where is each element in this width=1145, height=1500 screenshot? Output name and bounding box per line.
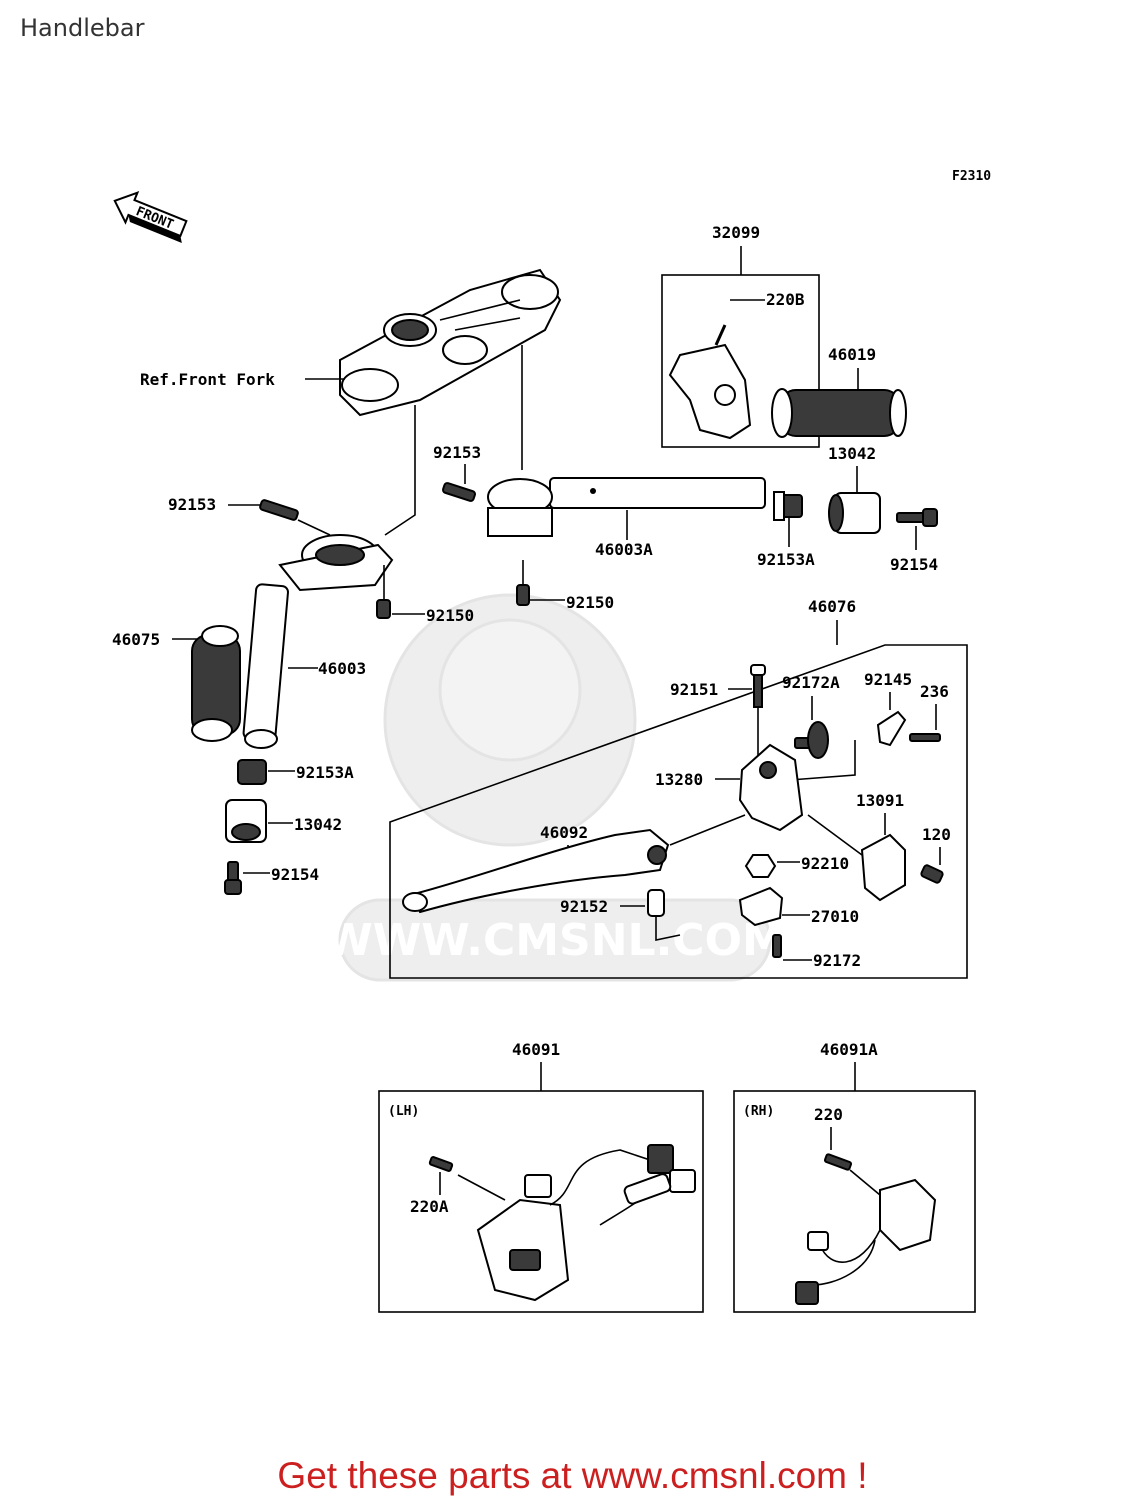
label-92154-left: 92154 (271, 865, 319, 884)
label-46076: 46076 (808, 597, 856, 616)
watermark: WWW.CMSNL.COM (324, 593, 786, 982)
screw-220A (428, 1156, 454, 1172)
label-92172A: 92172A (782, 673, 840, 692)
front-arrow-icon: FRONT (113, 190, 188, 243)
nut-92210 (744, 854, 777, 878)
label-92153-top: 92153 (433, 443, 481, 462)
collar-92152 (647, 889, 665, 917)
screw-220 (823, 1153, 853, 1171)
label-13042-left: 13042 (294, 815, 342, 834)
label-92145: 92145 (864, 670, 912, 689)
triple-clamp (339, 268, 562, 417)
label-220: 220 (814, 1105, 843, 1124)
bolt-92151 (750, 664, 766, 708)
screw-236 (909, 733, 941, 742)
screw-92172 (772, 934, 782, 958)
label-lh: (LH) (388, 1104, 419, 1119)
right-grip (771, 388, 907, 438)
lever-holder-13280 (738, 743, 804, 832)
label-13280: 13280 (655, 770, 703, 789)
label-92154-right: 92154 (890, 555, 938, 574)
bolt-92153A-right (773, 491, 803, 521)
switch-27010 (738, 886, 784, 927)
diagram-code: F2310 (952, 169, 991, 184)
label-92153A-right: 92153A (757, 550, 815, 569)
label-220B: 220B (766, 290, 805, 309)
kit-32099-box (661, 274, 820, 448)
label-220A: 220A (410, 1197, 449, 1216)
brake-lever-46092 (402, 814, 746, 914)
switch-rh-box (733, 1090, 976, 1313)
label-92150-right: 92150 (566, 593, 614, 612)
label-92151: 92151 (670, 680, 718, 699)
weight-13042-right (828, 492, 881, 534)
label-120: 120 (922, 825, 951, 844)
weight-13042-left (225, 799, 267, 843)
left-handlebar (242, 534, 394, 749)
left-grip (191, 625, 241, 742)
label-92153A-left: 92153A (296, 763, 354, 782)
switch-lh-box (378, 1090, 704, 1313)
bolt-92150-right (516, 560, 530, 606)
label-27010: 27010 (811, 907, 859, 926)
label-46092: 46092 (540, 823, 588, 842)
label-46003A: 46003A (595, 540, 653, 559)
label-92152: 92152 (560, 897, 608, 916)
label-46075: 46075 (112, 630, 160, 649)
label-46019: 46019 (828, 345, 876, 364)
handlebar-switch-rh (795, 1178, 937, 1305)
label-92210: 92210 (801, 854, 849, 873)
throttle-housing (668, 324, 752, 440)
screw-120 (920, 864, 944, 884)
label-92153-left: 92153 (168, 495, 216, 514)
label-13091: 13091 (856, 791, 904, 810)
promo-link-text[interactable]: Get these parts at www.cmsnl.com ! (277, 1455, 868, 1496)
bolt-92150-left (376, 599, 391, 619)
label-92150-left: 92150 (426, 606, 474, 625)
lever-kit-46076-box (389, 644, 968, 979)
label-ref-front-fork: Ref.Front Fork (140, 370, 275, 389)
label-rh: (RH) (743, 1104, 774, 1119)
spring-92145 (876, 710, 907, 747)
label-46003: 46003 (318, 659, 366, 678)
label-92172: 92172 (813, 951, 861, 970)
adjuster-92172A (794, 721, 829, 759)
label-13042-right: 13042 (828, 444, 876, 463)
handlebar-switch-lh (476, 1144, 696, 1302)
label-46091: 46091 (512, 1040, 560, 1059)
watermark-text: WWW.CMSNL.COM (324, 915, 786, 966)
page-title: Handlebar (20, 14, 145, 42)
label-236: 236 (920, 682, 949, 701)
bolt-92153A-left (237, 759, 267, 785)
clamp-13091 (860, 833, 906, 902)
bolt-92154-left (224, 861, 242, 895)
label-32099: 32099 (712, 223, 760, 242)
bolt-92154-right (896, 508, 938, 527)
right-handlebar (487, 477, 766, 537)
label-46091A: 46091A (820, 1040, 878, 1059)
parts-diagram: WWW.CMSNL.COM F2310 FRONT Ref.Front Fork… (112, 169, 991, 1313)
